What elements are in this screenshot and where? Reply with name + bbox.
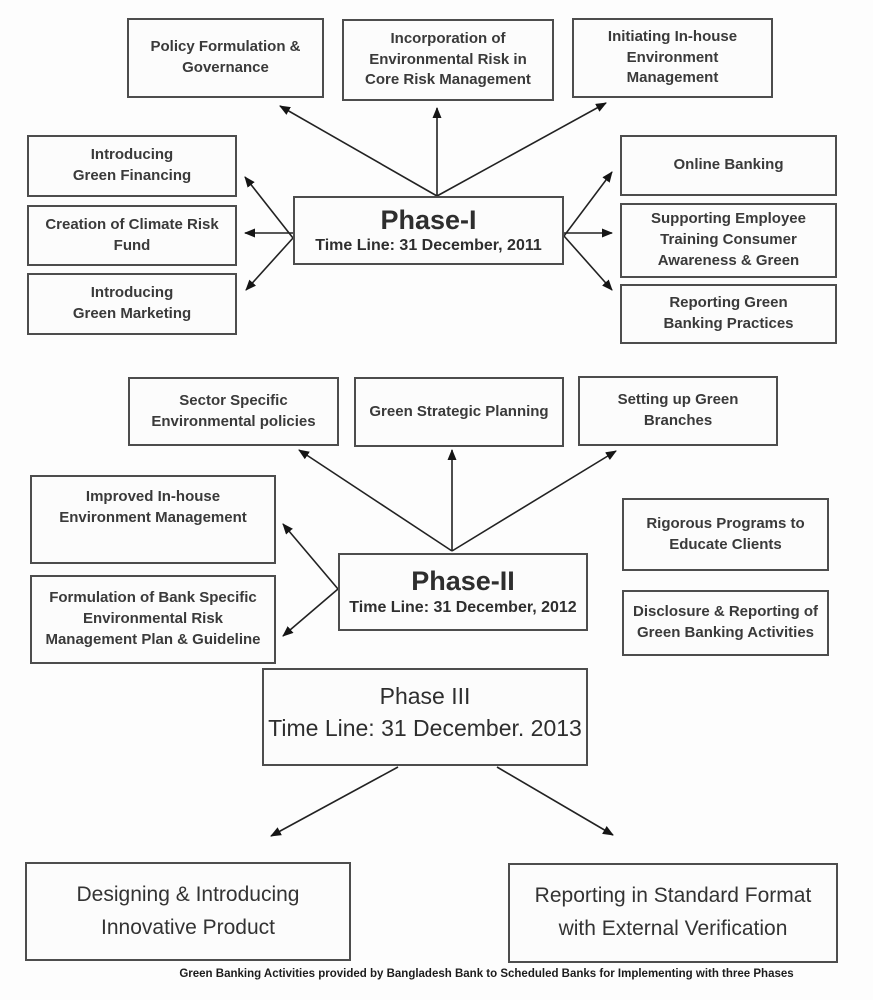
phase1-timeline: Time Line: 31 December, 2011 bbox=[315, 237, 542, 255]
arrow-phase1-to-green-financing bbox=[244, 176, 294, 239]
box-employee-training-awareness: Supporting Employee Training Consumer Aw… bbox=[620, 203, 837, 278]
arrow-phase1-to-reporting-practices bbox=[563, 235, 613, 291]
phase2-timeline: Time Line: 31 December, 2012 bbox=[349, 598, 577, 616]
arrow-phase2-to-green-branches bbox=[451, 450, 617, 552]
arrow-phase2-to-improved-inhouse bbox=[282, 523, 339, 590]
box-incorporation-environmental-risk: Incorporation of Environmental Risk in C… bbox=[342, 19, 554, 101]
box-rigorous-programs-educate-clients: Rigorous Programs to Educate Clients bbox=[622, 498, 829, 571]
box-disclosure-reporting-activities: Disclosure & Reporting of Green Banking … bbox=[622, 590, 829, 656]
box-reporting-green-banking-practices: Reporting Green Banking Practices bbox=[620, 284, 837, 344]
box-reporting-standard-format: Reporting in Standard Format with Extern… bbox=[508, 863, 838, 963]
arrow-phase1-to-online-banking bbox=[563, 171, 613, 237]
arrow-phase3-to-innovative-product bbox=[270, 766, 399, 837]
box-climate-risk-fund: Creation of Climate Risk Fund bbox=[27, 205, 237, 266]
box-bank-specific-risk-plan: Formulation of Bank Specific Environment… bbox=[30, 575, 276, 664]
diagram-caption: Green Banking Activities provided by Ban… bbox=[179, 968, 794, 980]
phase3-timeline: Time Line: 31 December. 2013 bbox=[268, 715, 582, 742]
arrow-phase1-to-green-marketing bbox=[245, 237, 294, 291]
box-improved-inhouse-environment: Improved In-house Environment Management bbox=[30, 475, 276, 564]
box-setting-up-green-branches: Setting up Green Branches bbox=[578, 376, 778, 446]
box-introducing-green-financing: Introducing Green Financing bbox=[27, 135, 237, 197]
box-sector-specific-environmental-policies: Sector Specific Environmental policies bbox=[128, 377, 339, 446]
phase2-box: Phase-II Time Line: 31 December, 2012 bbox=[338, 553, 588, 631]
arrow-phase1-to-policy-formulation bbox=[279, 105, 438, 197]
box-designing-innovative-product: Designing & Introducing Innovative Produ… bbox=[25, 862, 351, 961]
phase1-box: Phase-I Time Line: 31 December, 2011 bbox=[293, 196, 564, 265]
arrow-phase1-to-initiating-inhouse bbox=[436, 102, 607, 197]
box-introducing-green-marketing: Introducing Green Marketing bbox=[27, 273, 237, 335]
phase2-title: Phase-II bbox=[411, 566, 515, 597]
arrow-phase2-to-bank-specific-plan bbox=[282, 588, 339, 637]
box-online-banking: Online Banking bbox=[620, 135, 837, 196]
box-green-strategic-planning: Green Strategic Planning bbox=[354, 377, 564, 447]
arrow-phase3-to-standard-reporting bbox=[496, 766, 614, 836]
box-initiating-inhouse-environment: Initiating In-house Environment Manageme… bbox=[572, 18, 773, 98]
phase3-box: Phase III Time Line: 31 December. 2013 bbox=[262, 668, 588, 766]
phase3-title: Phase III bbox=[379, 683, 471, 709]
box-policy-formulation-governance: Policy Formulation & Governance bbox=[127, 18, 324, 98]
arrow-phase2-to-sector-policies bbox=[298, 449, 453, 552]
phase1-title: Phase-I bbox=[380, 204, 477, 235]
